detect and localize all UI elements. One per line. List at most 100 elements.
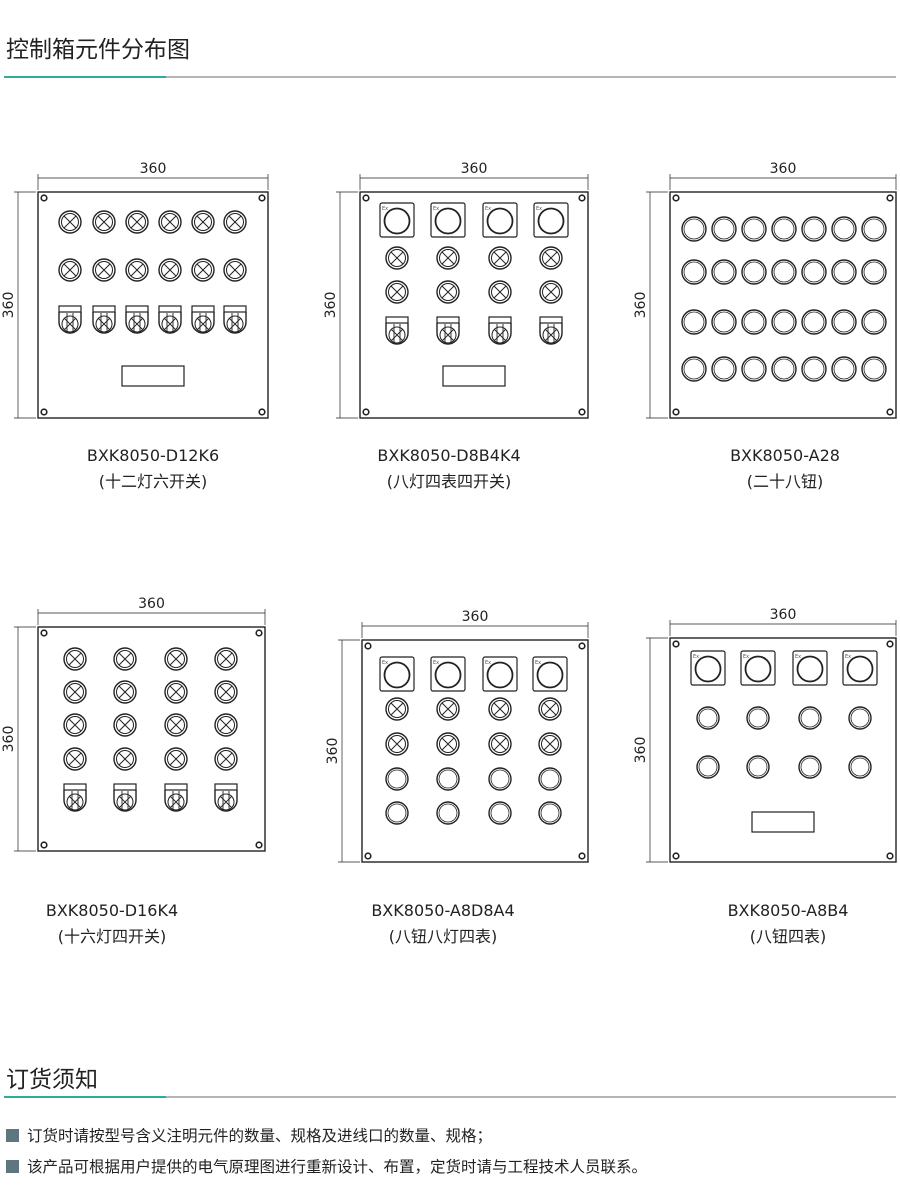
model-desc: (八灯四表四开关): [386, 472, 512, 491]
selector-switch-icon: [436, 316, 460, 345]
indicator-lamp-icon: [63, 747, 87, 771]
nameplate: [121, 365, 185, 387]
push-button-icon: [831, 309, 857, 335]
selector-switch-icon: [223, 305, 247, 334]
section-title-ordering: 订货须知: [6, 1067, 98, 1093]
mounting-hole-icon: [258, 194, 266, 202]
indicator-lamp-icon: [158, 210, 182, 234]
svg-text:Ex: Ex: [433, 660, 439, 666]
height-dimension-label: 360: [633, 737, 649, 764]
model-name: BXK8050-D12K6: [86, 446, 220, 465]
selector-switch-icon: [125, 305, 149, 334]
indicator-lamp-icon: [538, 732, 562, 756]
height-dimension-label: 360: [633, 292, 649, 319]
indicator-lamp-icon: [63, 713, 87, 737]
indicator-lamp-icon: [125, 210, 149, 234]
model-name: BXK8050-D16K4: [45, 901, 179, 920]
indicator-lamp-icon: [488, 280, 512, 304]
mounting-hole-icon: [886, 852, 894, 860]
width-dimension-line: [359, 174, 589, 190]
indicator-lamp-icon: [436, 697, 460, 721]
indicator-lamp-icon: [63, 680, 87, 704]
width-dimension-label: 360: [770, 607, 797, 623]
push-button-icon: [681, 216, 707, 242]
push-button-icon: [681, 356, 707, 382]
svg-text:Ex: Ex: [693, 654, 699, 660]
indicator-lamp-icon: [385, 280, 409, 304]
push-button-icon: [741, 216, 767, 242]
model-name: BXK8050-A8B4: [727, 901, 849, 920]
push-button-icon: [436, 801, 460, 825]
push-button-icon: [681, 259, 707, 285]
push-button-icon: [771, 216, 797, 242]
svg-text:Ex: Ex: [795, 654, 801, 660]
model-desc: (二十八钮): [746, 472, 824, 491]
push-button-icon: [741, 356, 767, 382]
push-button-icon: [848, 706, 872, 730]
push-button-icon: [861, 259, 887, 285]
mounting-hole-icon: [886, 640, 894, 648]
selector-switch-icon: [191, 305, 215, 334]
mounting-hole-icon: [40, 408, 48, 416]
mounting-hole-icon: [672, 640, 680, 648]
meter-icon: Ex: [532, 656, 568, 692]
mounting-hole-icon: [40, 629, 48, 637]
width-dimension-label: 360: [461, 161, 488, 177]
push-button-icon: [801, 356, 827, 382]
indicator-lamp-icon: [191, 258, 215, 282]
indicator-lamp-icon: [63, 647, 87, 671]
enclosure-outline: [37, 191, 269, 419]
push-button-icon: [831, 216, 857, 242]
bullet-square-icon: [6, 1159, 19, 1173]
svg-text:Ex: Ex: [433, 206, 439, 212]
indicator-lamp-icon: [436, 246, 460, 270]
svg-text:Ex: Ex: [743, 654, 749, 660]
svg-text:Ex: Ex: [382, 206, 388, 212]
selector-switch-icon: [214, 783, 238, 812]
model-desc: (十六灯四开关): [57, 927, 167, 946]
push-button-icon: [801, 259, 827, 285]
push-button-icon: [385, 767, 409, 791]
svg-text:Ex: Ex: [535, 660, 541, 666]
mounting-hole-icon: [40, 841, 48, 849]
meter-icon: Ex: [842, 650, 878, 686]
indicator-lamp-icon: [125, 258, 149, 282]
indicator-lamp-icon: [92, 258, 116, 282]
svg-text:Ex: Ex: [536, 206, 542, 212]
mounting-hole-icon: [364, 642, 372, 650]
enclosure-outline: [669, 191, 897, 419]
meter-icon: Ex: [430, 202, 466, 238]
ordering-note: 该产品可根据用户提供的电气原理图进行重新设计、布置，定货时请与工程技术人员联系。: [6, 1155, 647, 1177]
panel-label-3: BXK8050-A28(二十八钮): [655, 443, 900, 495]
push-button-icon: [831, 259, 857, 285]
indicator-lamp-icon: [214, 713, 238, 737]
indicator-lamp-icon: [488, 732, 512, 756]
meter-icon: Ex: [482, 202, 518, 238]
push-button-icon: [741, 309, 767, 335]
selector-switch-icon: [385, 316, 409, 345]
mounting-hole-icon: [672, 408, 680, 416]
height-dimension-label: 360: [325, 738, 341, 765]
selector-switch-icon: [113, 783, 137, 812]
meter-icon: Ex: [379, 656, 415, 692]
mounting-hole-icon: [886, 408, 894, 416]
svg-text:Ex: Ex: [382, 660, 388, 666]
indicator-lamp-icon: [164, 713, 188, 737]
indicator-lamp-icon: [113, 647, 137, 671]
mounting-hole-icon: [255, 841, 263, 849]
indicator-lamp-icon: [214, 747, 238, 771]
ordering-divider: [4, 1096, 896, 1098]
indicator-lamp-icon: [58, 258, 82, 282]
push-button-icon: [831, 356, 857, 382]
push-button-icon: [538, 801, 562, 825]
push-button-icon: [746, 706, 770, 730]
indicator-lamp-icon: [436, 732, 460, 756]
indicator-lamp-icon: [214, 647, 238, 671]
push-button-icon: [741, 259, 767, 285]
push-button-icon: [488, 767, 512, 791]
height-dimension-line: [14, 191, 36, 419]
